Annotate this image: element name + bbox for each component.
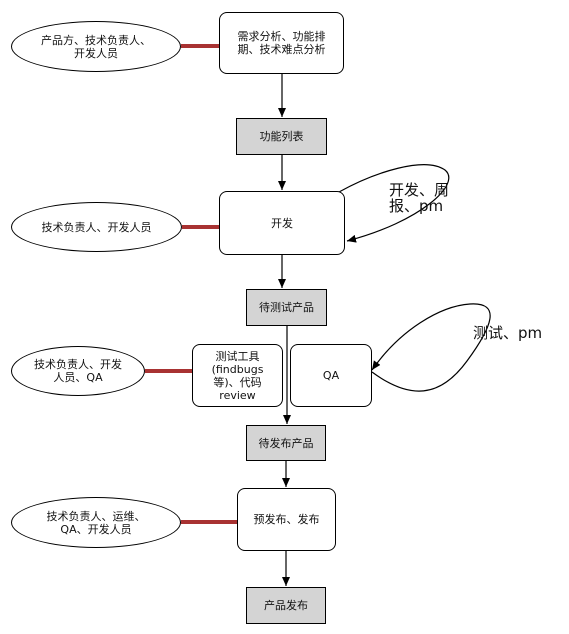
pending-release-product-box: 待发布产品: [246, 425, 326, 461]
actor-release-ellipse: 技术负责人、运维、 QA、开发人员: [11, 497, 181, 548]
test-tools-box: 测试工具 (findbugs 等)、代码 review: [192, 344, 283, 407]
product-release-box: 产品发布: [246, 587, 326, 624]
actor-dev-ellipse: 技术负责人、开发人员: [11, 202, 182, 252]
qa-box: QA: [290, 344, 372, 407]
actor-product-owner-ellipse: 产品方、技术负责人、 开发人员: [11, 21, 181, 72]
feature-list-box: 功能列表: [236, 118, 327, 155]
actor-qa-ellipse: 技术负责人、开发 人员、QA: [11, 346, 145, 396]
qa-loop-label: 测试、pm: [473, 324, 543, 342]
develop-loop-label: 开发、周 报、pm: [389, 181, 450, 215]
arrow-develop-loop: [338, 164, 450, 243]
pending-test-product-box: 待测试产品: [246, 289, 327, 326]
arrow-qa-loop: [371, 303, 491, 392]
development-box: 开发: [219, 191, 345, 255]
prerelease-release-box: 预发布、发布: [237, 488, 336, 551]
requirements-analysis-box: 需求分析、功能排 期、技术难点分析: [219, 12, 344, 74]
